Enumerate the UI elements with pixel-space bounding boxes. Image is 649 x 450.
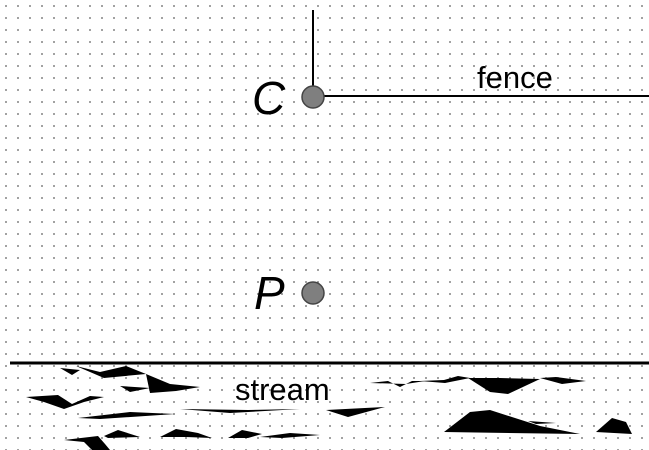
ripple (104, 430, 140, 438)
stream-label: stream (235, 372, 330, 407)
ripple (228, 430, 262, 438)
point-p-label: P (254, 267, 285, 319)
ripple (160, 429, 212, 438)
ripple (370, 381, 425, 387)
point-p-marker[interactable] (301, 281, 325, 305)
ripple (420, 376, 470, 383)
ripple (468, 378, 540, 394)
ripple (120, 386, 150, 392)
ripple (64, 436, 110, 450)
ripple (444, 410, 580, 434)
ripple (326, 407, 385, 417)
ripple (26, 395, 104, 409)
point-c-marker[interactable] (301, 85, 325, 109)
ripple (76, 366, 146, 378)
ripple (60, 368, 80, 375)
ripple (146, 374, 200, 393)
ripple (540, 377, 586, 384)
stream-ripples (26, 366, 632, 450)
ripple (596, 418, 632, 434)
ripple (260, 433, 320, 438)
ripple (528, 421, 556, 424)
ripple (180, 409, 300, 413)
ripple (78, 412, 175, 419)
fence-label: fence (477, 60, 553, 95)
point-c-label: C (252, 72, 286, 124)
